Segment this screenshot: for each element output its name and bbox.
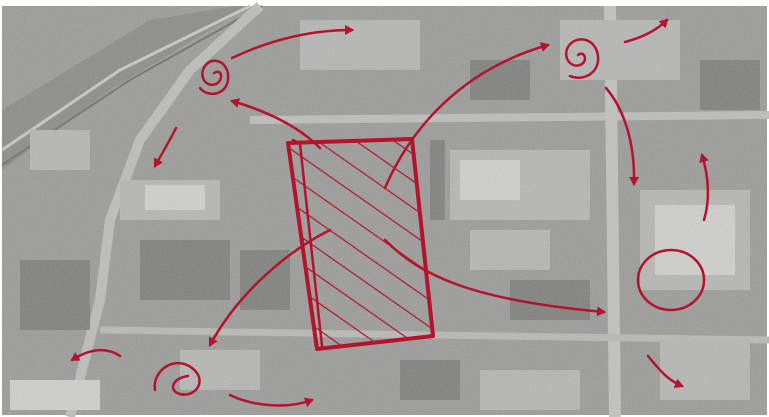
site-area bbox=[286, 137, 435, 351]
arrow-northeast-flick bbox=[623, 18, 669, 44]
arrow-southeast-flick bbox=[646, 354, 684, 389]
arrow-west-short bbox=[153, 126, 178, 168]
node-northwest-spiral bbox=[198, 59, 230, 96]
arrow-northeast-node-down bbox=[604, 86, 640, 186]
arrow-site-to-east bbox=[383, 238, 606, 317]
arrow-site-to-northeast-node bbox=[383, 42, 550, 190]
arrow-site-to-northwest-node bbox=[230, 98, 322, 150]
arrow-southwest-flick bbox=[70, 348, 122, 362]
sketch-overlay bbox=[70, 18, 710, 408]
node-northeast-spiral bbox=[565, 38, 600, 79]
node-east-circle bbox=[636, 248, 706, 312]
node-southwest-loop bbox=[153, 361, 201, 396]
arrow-northwest-node-out bbox=[230, 25, 354, 60]
arrow-site-to-southwest-node bbox=[208, 228, 332, 347]
arrow-south-double bbox=[228, 393, 314, 408]
arrow-east-up bbox=[699, 153, 710, 222]
